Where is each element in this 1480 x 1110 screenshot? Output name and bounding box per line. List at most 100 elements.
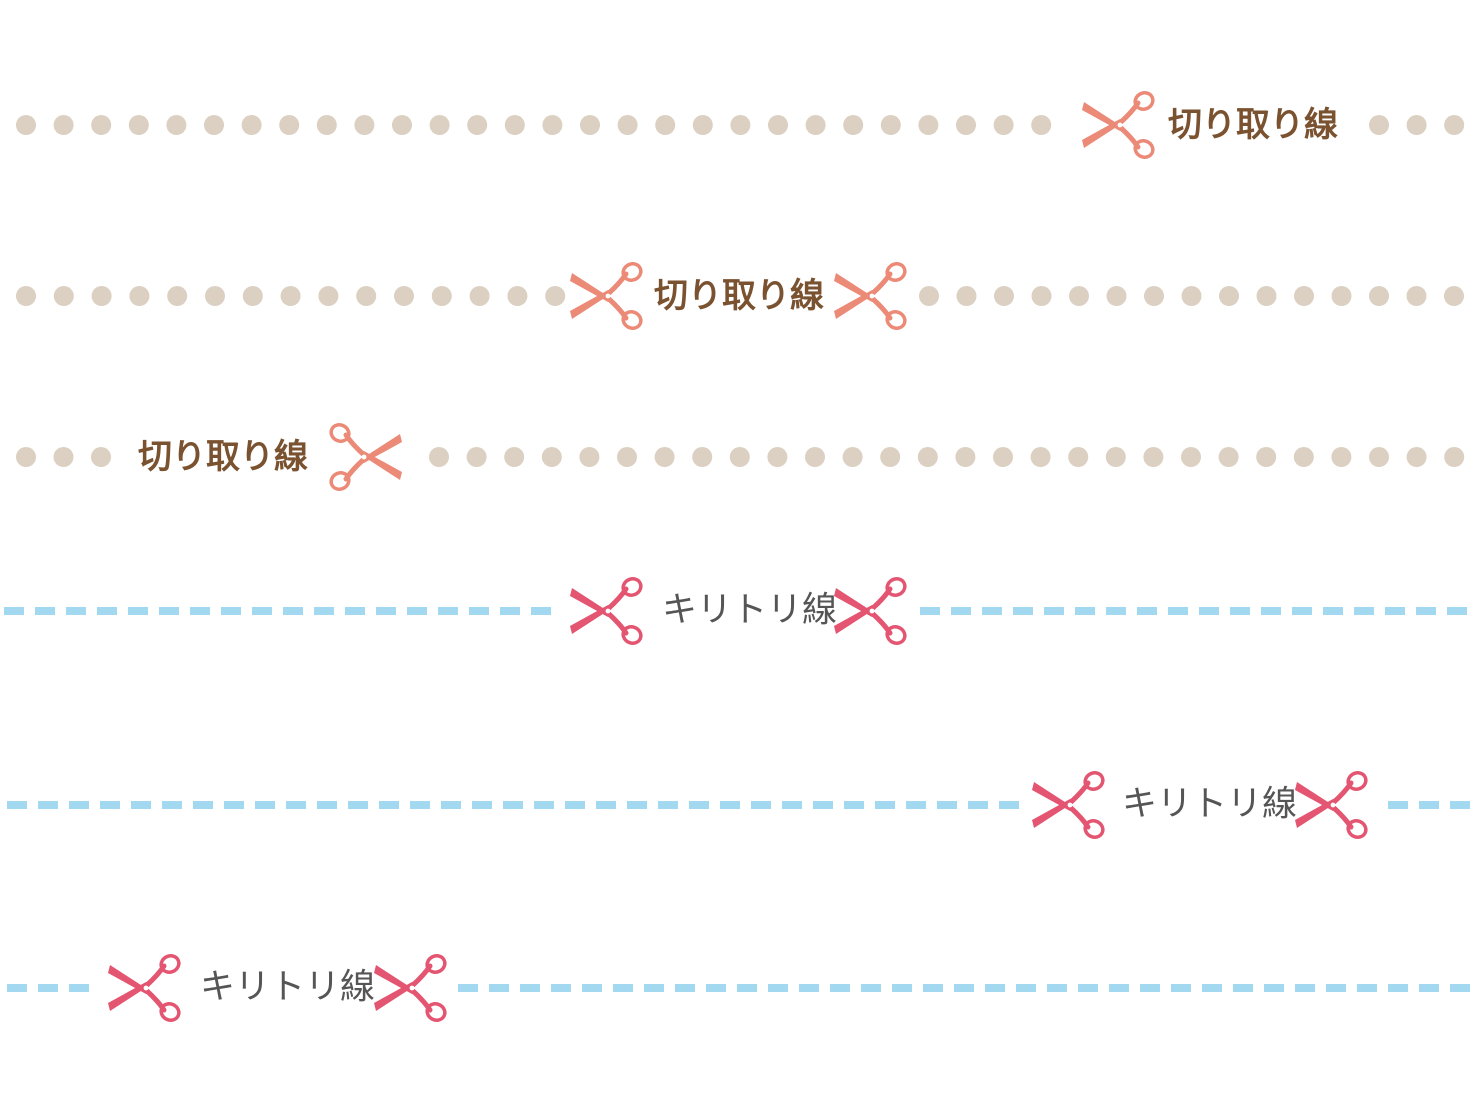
dot (994, 286, 1014, 306)
cut-line-1: 切り取り線 (0, 90, 1480, 160)
dot (91, 447, 111, 467)
dot (316, 115, 337, 135)
dot (1031, 115, 1052, 135)
dot (91, 115, 112, 135)
dot (767, 447, 788, 467)
dashed-line (7, 801, 1476, 809)
dot (429, 115, 450, 135)
dot (1144, 286, 1164, 306)
dot (842, 447, 863, 467)
dot (53, 286, 74, 306)
dot (1406, 286, 1427, 306)
scissors-icon (1028, 770, 1108, 840)
dot (16, 286, 36, 306)
dot (993, 447, 1013, 467)
cut-line-label: 切り取り線 (138, 437, 308, 477)
dot (1068, 447, 1089, 467)
cut-line-label: 切り取り線 (1168, 105, 1338, 145)
dot (392, 115, 412, 135)
dot (805, 115, 826, 135)
dot (466, 447, 487, 467)
dot (53, 447, 74, 467)
scissors-icon (104, 953, 184, 1023)
dot (279, 115, 300, 135)
dot (394, 286, 414, 306)
cut-line-label: 切り取り線 (654, 276, 824, 316)
dot (880, 115, 901, 135)
dot (580, 115, 600, 135)
dot (1256, 286, 1277, 306)
dot (956, 115, 976, 135)
cut-line-label: キリトリ線 (200, 967, 376, 1008)
dot (129, 286, 150, 306)
scissors-icon (1291, 770, 1371, 840)
dotted-line (16, 447, 1465, 467)
dot (1143, 447, 1164, 467)
dot (1181, 286, 1202, 306)
dot (504, 447, 525, 467)
dot (655, 115, 676, 135)
dot (354, 115, 375, 135)
scissors-icon (370, 953, 450, 1023)
dot (431, 286, 452, 306)
scissors-icon (566, 576, 646, 646)
dashed-line (7, 984, 1476, 992)
dot (242, 286, 263, 306)
dot (1406, 447, 1427, 467)
dot (1369, 286, 1389, 306)
dot (1331, 447, 1352, 467)
dot (955, 447, 976, 467)
dot (956, 286, 977, 306)
dot (280, 286, 301, 306)
dot (654, 447, 675, 467)
scissors-icon (830, 261, 910, 331)
dot (469, 286, 490, 306)
scissors-icon (1078, 90, 1158, 160)
dot (128, 115, 149, 135)
dot (993, 115, 1014, 135)
dot (843, 115, 864, 135)
dot (545, 286, 566, 306)
scissors-icon (566, 261, 646, 331)
dot (917, 447, 938, 467)
dot (1181, 447, 1201, 467)
dot (541, 447, 562, 467)
dot (1069, 286, 1089, 306)
scissors-icon (830, 576, 910, 646)
cut-line-6: キリトリ線 (0, 953, 1480, 1023)
dot (53, 115, 74, 135)
dot (16, 115, 36, 135)
dot (1256, 447, 1277, 467)
dot (241, 115, 262, 135)
dot (579, 447, 600, 467)
cut-line-5: キリトリ線 (0, 770, 1480, 840)
dot (205, 286, 225, 306)
dot (729, 447, 750, 467)
cut-line-2: 切り取り線 (0, 261, 1480, 331)
dot (1218, 447, 1239, 467)
dot (1331, 286, 1352, 306)
dot (167, 286, 188, 306)
dot (429, 447, 449, 467)
dotted-line (16, 115, 1465, 135)
dot (617, 447, 637, 467)
dot (1406, 115, 1427, 135)
dot (692, 115, 713, 135)
dot (542, 115, 563, 135)
dot (1219, 286, 1239, 306)
cut-line-label: キリトリ線 (662, 590, 838, 631)
dot (1030, 447, 1051, 467)
dot (1369, 115, 1389, 135)
dot (768, 115, 788, 135)
dot (16, 447, 36, 467)
dot (204, 115, 224, 135)
dot (1293, 447, 1314, 467)
dot (1369, 447, 1389, 467)
dot (504, 115, 525, 135)
dot (318, 286, 339, 306)
dot (507, 286, 528, 306)
dot (166, 115, 187, 135)
scissors-icon (326, 422, 406, 492)
dot (1444, 286, 1464, 306)
dot (1105, 447, 1126, 467)
